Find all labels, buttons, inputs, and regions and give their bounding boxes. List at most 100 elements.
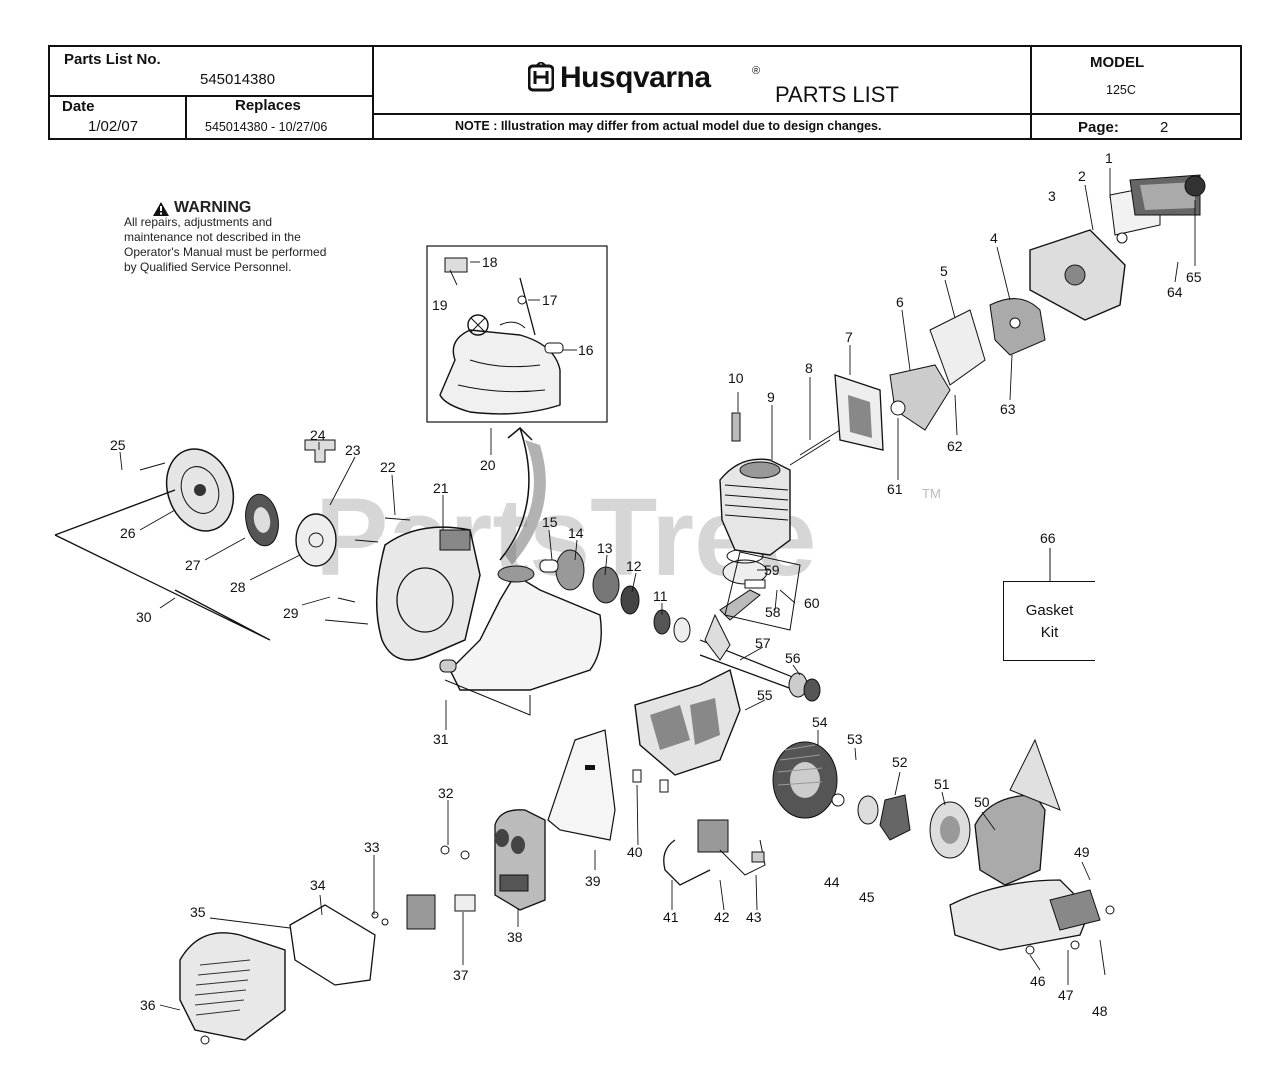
- leader-line: [1049, 548, 1051, 581]
- callout-17: 17: [542, 292, 558, 308]
- registered-mark: ®: [752, 65, 761, 77]
- callout-14: 14: [568, 525, 584, 541]
- callout-24: 24: [310, 427, 326, 443]
- divider: [50, 95, 372, 97]
- callout-18: 18: [482, 254, 498, 270]
- callout-33: 33: [364, 839, 380, 855]
- callout-9: 9: [767, 389, 775, 405]
- callout-2: 2: [1078, 168, 1086, 184]
- callout-labels: 1 2 3 4 5 6 7 8 9 10 11 12 13 14 15 16 1…: [110, 150, 1202, 1019]
- callout-16: 16: [578, 342, 594, 358]
- crankshaft-assembly: [539, 548, 821, 702]
- callout-36: 36: [140, 997, 156, 1013]
- parts-list-header: Parts List No. 545014380 Date 1/02/07 Re…: [48, 45, 1242, 140]
- clutch-housing: [929, 738, 1115, 955]
- callout-34: 34: [310, 877, 326, 893]
- engine-cover: [179, 894, 476, 1045]
- callout-56: 56: [785, 650, 801, 666]
- page-label: Page:: [1078, 119, 1119, 136]
- warning-title: WARNING: [174, 199, 252, 216]
- air-filter-assembly: [1029, 174, 1206, 321]
- callout-12: 12: [626, 558, 642, 574]
- callout-54: 54: [812, 714, 828, 730]
- divider: [372, 47, 374, 138]
- callout-22: 22: [380, 459, 396, 475]
- model-value: 125C: [1106, 83, 1136, 97]
- model-label: MODEL: [1090, 54, 1145, 71]
- callout-32: 32: [438, 785, 454, 801]
- carburetor-assembly: [834, 298, 1046, 451]
- callout-15: 15: [542, 514, 558, 530]
- callout-8: 8: [805, 360, 813, 376]
- callout-62: 62: [947, 438, 963, 454]
- fuel-tank-inset: [426, 245, 608, 423]
- callout-5: 5: [940, 263, 948, 279]
- parts-list-title: PARTS LIST: [775, 82, 899, 107]
- watermark-tm: TM: [922, 486, 941, 501]
- callout-49: 49: [1074, 844, 1090, 860]
- callout-1: 1: [1105, 150, 1113, 166]
- callout-51: 51: [934, 776, 950, 792]
- cylinder: [719, 412, 841, 556]
- callout-20: 20: [480, 457, 496, 473]
- parts-list-no-label: Parts List No.: [64, 51, 161, 68]
- arrow-icon: [499, 426, 533, 561]
- callout-61: 61: [887, 481, 903, 497]
- callout-65: 65: [1186, 269, 1202, 285]
- callout-52: 52: [892, 754, 908, 770]
- date-value: 1/02/07: [88, 118, 139, 135]
- callout-45: 45: [859, 889, 875, 905]
- callout-10: 10: [728, 370, 744, 386]
- callout-57: 57: [755, 635, 771, 651]
- divider: [1030, 113, 1242, 115]
- callout-50: 50: [974, 794, 990, 810]
- page-number: 2: [1160, 119, 1169, 136]
- divider: [1030, 47, 1032, 138]
- brand-name: Husqvarna: [560, 61, 711, 94]
- callout-11: 11: [653, 588, 668, 604]
- callout-60: 60: [804, 595, 820, 611]
- replaces-label: Replaces: [235, 97, 301, 114]
- exploded-parts-diagram: PartsTree TM: [54, 150, 1206, 1045]
- divider: [372, 113, 1242, 115]
- callout-41: 41: [663, 909, 679, 925]
- callout-40: 40: [627, 844, 643, 860]
- fuel-tank: [439, 565, 602, 716]
- callout-30: 30: [136, 609, 152, 625]
- callout-4: 4: [990, 230, 998, 246]
- date-label: Date: [62, 98, 95, 115]
- starter-assembly: [54, 439, 411, 641]
- heat-shield: [547, 729, 616, 841]
- callout-43: 43: [746, 909, 762, 925]
- warning-triangle-icon: [153, 202, 169, 216]
- callout-42: 42: [714, 909, 730, 925]
- callout-23: 23: [345, 442, 361, 458]
- callout-63: 63: [1000, 401, 1016, 417]
- callout-19: 19: [432, 297, 448, 313]
- callout-13: 13: [597, 540, 613, 556]
- crankcase: [632, 668, 741, 793]
- gasket-kit-line2: Kit: [1040, 624, 1059, 641]
- callout-25: 25: [110, 437, 126, 453]
- callout-59: 59: [764, 562, 780, 578]
- callout-31: 31: [433, 731, 449, 747]
- callout-7: 7: [845, 329, 853, 345]
- callout-48: 48: [1092, 1003, 1108, 1019]
- callout-28: 28: [230, 579, 246, 595]
- callout-53: 53: [847, 731, 863, 747]
- callout-6: 6: [896, 294, 904, 310]
- callout-58: 58: [765, 604, 781, 620]
- callout-35: 35: [190, 904, 206, 920]
- ignition-assembly: [663, 741, 911, 886]
- parts-list-no: 545014380: [200, 71, 276, 88]
- callout-47: 47: [1058, 987, 1074, 1003]
- callout-37: 37: [453, 967, 469, 983]
- husqvarna-logo: Husqvarna: [528, 61, 711, 95]
- muffler: [440, 809, 546, 911]
- callout-39: 39: [585, 873, 601, 889]
- leader-lines: [119, 168, 1196, 1011]
- warning-block: WARNING All repairs, adjustments and mai…: [124, 200, 334, 275]
- engine-housing: [375, 526, 481, 661]
- gasket-kit-box: Gasket Kit: [1003, 581, 1095, 661]
- callout-38: 38: [507, 929, 523, 945]
